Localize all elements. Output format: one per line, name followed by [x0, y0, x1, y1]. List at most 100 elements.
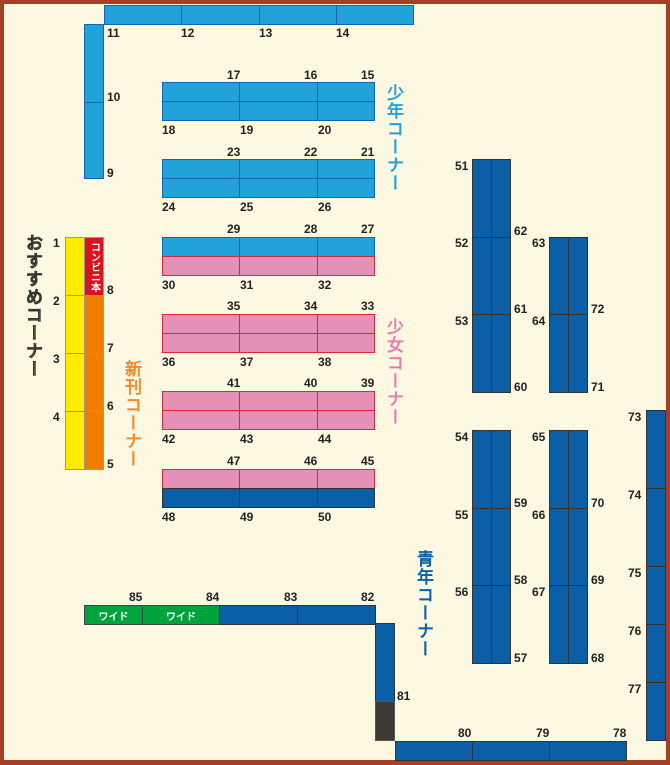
shelf-21[interactable]	[317, 159, 375, 179]
shelf-20[interactable]	[317, 101, 375, 121]
shelf-82[interactable]	[297, 605, 376, 625]
shelf-36[interactable]	[162, 333, 240, 353]
shelf-58[interactable]	[491, 508, 511, 586]
shelf-65[interactable]	[549, 430, 569, 509]
shelf-6[interactable]	[84, 353, 104, 412]
shelf-7[interactable]	[84, 295, 104, 354]
shelf-80[interactable]	[395, 741, 473, 761]
shelf-74[interactable]	[646, 488, 666, 567]
shelf-22[interactable]	[239, 159, 318, 179]
shelf-46[interactable]	[239, 469, 318, 489]
shelf-41[interactable]	[162, 391, 240, 411]
shelf-33[interactable]	[317, 314, 375, 334]
shelf-59[interactable]	[491, 430, 511, 509]
shelf-72[interactable]	[568, 237, 588, 315]
shelf-number: 19	[240, 123, 254, 137]
shelf-32[interactable]	[317, 256, 375, 276]
shelf-45[interactable]	[317, 469, 375, 489]
shelf-number: 7	[107, 341, 114, 355]
shelf-5[interactable]	[84, 411, 104, 470]
shelf-66[interactable]	[549, 508, 569, 586]
shelf-39[interactable]	[317, 391, 375, 411]
shelf-57[interactable]	[491, 585, 511, 664]
shelf-64[interactable]	[549, 314, 569, 393]
shelf-51[interactable]	[472, 159, 492, 238]
shelf-52[interactable]	[472, 237, 492, 315]
shelf-23[interactable]	[162, 159, 240, 179]
shelf-50[interactable]	[317, 488, 375, 508]
shelf-3[interactable]	[65, 353, 85, 412]
convenience-label: コンビニ本	[88, 241, 100, 292]
shelf-43[interactable]	[239, 410, 318, 430]
shelf-48[interactable]	[162, 488, 240, 508]
shelf-56[interactable]	[472, 585, 492, 664]
shelf-9[interactable]	[84, 102, 104, 179]
shelf-number: 67	[532, 585, 546, 599]
shelf-14[interactable]	[336, 5, 414, 25]
shelf-75[interactable]	[646, 566, 666, 625]
shelf-number: 6	[107, 399, 114, 413]
shelf-73[interactable]	[646, 410, 666, 489]
shelf-27[interactable]	[317, 237, 375, 257]
shelf-16[interactable]	[239, 82, 318, 102]
shelf-28[interactable]	[239, 237, 318, 257]
shelf-4[interactable]	[65, 411, 85, 470]
shelf-number: 49	[240, 510, 254, 524]
shelf-15[interactable]	[317, 82, 375, 102]
shelf-85-wide[interactable]: ワイド	[84, 605, 143, 625]
shelf-number: 25	[240, 200, 254, 214]
shelf-34[interactable]	[239, 314, 318, 334]
shelf-26[interactable]	[317, 178, 375, 198]
shelf-54[interactable]	[472, 430, 492, 509]
shelf-37[interactable]	[239, 333, 318, 353]
shelf-44[interactable]	[317, 410, 375, 430]
shelf-63[interactable]	[549, 237, 569, 315]
shelf-79[interactable]	[472, 741, 550, 761]
shelf-67[interactable]	[549, 585, 569, 664]
shelf-11[interactable]	[104, 5, 182, 25]
shelf-40[interactable]	[239, 391, 318, 411]
shelf-78[interactable]	[549, 741, 627, 761]
shelf-13[interactable]	[259, 5, 337, 25]
shelf-47[interactable]	[162, 469, 240, 489]
shelf-77[interactable]	[646, 682, 666, 741]
shelf-29[interactable]	[162, 237, 240, 257]
shelf-1[interactable]	[65, 237, 85, 296]
shelf-61[interactable]	[491, 237, 511, 315]
shelf-71[interactable]	[568, 314, 588, 393]
shelf-83[interactable]	[219, 605, 298, 625]
shelf-30[interactable]	[162, 256, 240, 276]
shelf-35[interactable]	[162, 314, 240, 334]
shelf-84-wide[interactable]: ワイド	[142, 605, 220, 625]
shelf-42[interactable]	[162, 410, 240, 430]
shelf-18[interactable]	[162, 101, 240, 121]
shelf-31[interactable]	[239, 256, 318, 276]
shelf-8-convenience[interactable]: コンビニ本	[84, 237, 104, 296]
shelf-number: 8	[107, 283, 114, 297]
shelf-19[interactable]	[239, 101, 318, 121]
shelf-62[interactable]	[491, 159, 511, 238]
shelf-69[interactable]	[568, 508, 588, 586]
shelf-10[interactable]	[84, 24, 104, 103]
shelf-70[interactable]	[568, 430, 588, 509]
shelf-number: 23	[227, 145, 241, 159]
shelf-12[interactable]	[181, 5, 260, 25]
shelf-60[interactable]	[491, 314, 511, 393]
shelf-49[interactable]	[239, 488, 318, 508]
shonen-corner-label: 少年コーナー	[384, 84, 403, 192]
shelf-38[interactable]	[317, 333, 375, 353]
shelf-24[interactable]	[162, 178, 240, 198]
shelf-17[interactable]	[162, 82, 240, 102]
shelf-76[interactable]	[646, 624, 666, 683]
shelf-25[interactable]	[239, 178, 318, 198]
shelf-number: 36	[162, 355, 176, 369]
shelf-number: 24	[162, 200, 176, 214]
shelf-number: 79	[536, 726, 550, 740]
shelf-68[interactable]	[568, 585, 588, 664]
shelf-81[interactable]	[375, 623, 395, 702]
shelf-number: 38	[318, 355, 332, 369]
shelf-53[interactable]	[472, 314, 492, 393]
shelf-55[interactable]	[472, 508, 492, 586]
shelf-2[interactable]	[65, 295, 85, 354]
